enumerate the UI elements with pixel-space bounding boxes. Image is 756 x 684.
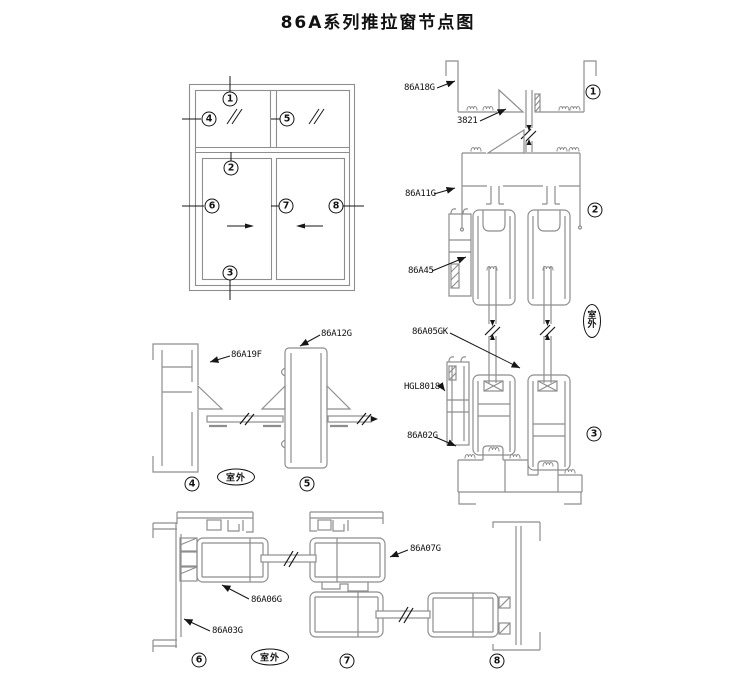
outdoor-marker-right: 室外 xyxy=(583,304,601,338)
part-label-86a12g: 86A12G xyxy=(321,329,352,339)
part-label-86a03g: 86A03G xyxy=(212,626,243,636)
section-sill-detail xyxy=(446,356,583,651)
section-bottom-details xyxy=(152,511,511,652)
marker-8-elevation: 8 xyxy=(328,198,344,214)
marker-5-elevation: 5 xyxy=(279,111,295,127)
marker-1-elevation: 1 xyxy=(222,91,238,107)
part-label-86a05gk: 86A05GK xyxy=(412,327,448,337)
marker-4-detail: 4 xyxy=(184,476,200,492)
outdoor-marker-middle: 室外 xyxy=(217,468,255,486)
marker-2-detail: 2 xyxy=(587,202,603,218)
section-jamb-mullion-detail xyxy=(152,343,378,473)
marker-5-detail: 5 xyxy=(299,476,315,492)
marker-1-detail: 1 xyxy=(585,84,601,100)
part-label-86a02g: 86A02G xyxy=(407,431,438,441)
part-label-86a45: 86A45 xyxy=(408,266,434,276)
marker-7-detail: 7 xyxy=(339,653,355,669)
outdoor-marker-bottom: 室外 xyxy=(251,648,289,666)
marker-4-elevation: 4 xyxy=(201,111,217,127)
elevation-annotations xyxy=(182,76,364,300)
page-title: 86A系列推拉窗节点图 xyxy=(280,13,476,33)
marker-6-detail: 6 xyxy=(191,652,207,668)
marker-6-elevation: 6 xyxy=(204,198,220,214)
part-label-86a06g: 86A06G xyxy=(251,595,282,605)
section-transom-detail xyxy=(448,128,583,383)
leader-lines xyxy=(183,80,521,632)
part-label-86a07g: 86A07G xyxy=(410,544,441,554)
marker-7-elevation: 7 xyxy=(278,198,294,214)
marker-3-detail: 3 xyxy=(586,426,602,442)
part-label-hgl8018: HGL8018 xyxy=(404,382,440,392)
marker-8-detail: 8 xyxy=(489,653,505,669)
window-elevation xyxy=(188,83,356,292)
part-label-86a11g: 86A11G xyxy=(405,189,436,199)
part-label-3821: 3821 xyxy=(457,116,478,126)
part-label-86a19f: 86A19F xyxy=(231,350,262,360)
marker-3-elevation: 3 xyxy=(222,265,238,281)
marker-2-elevation: 2 xyxy=(223,160,239,176)
part-label-86a18g: 86A18G xyxy=(404,83,435,93)
section-head-detail xyxy=(445,60,597,152)
